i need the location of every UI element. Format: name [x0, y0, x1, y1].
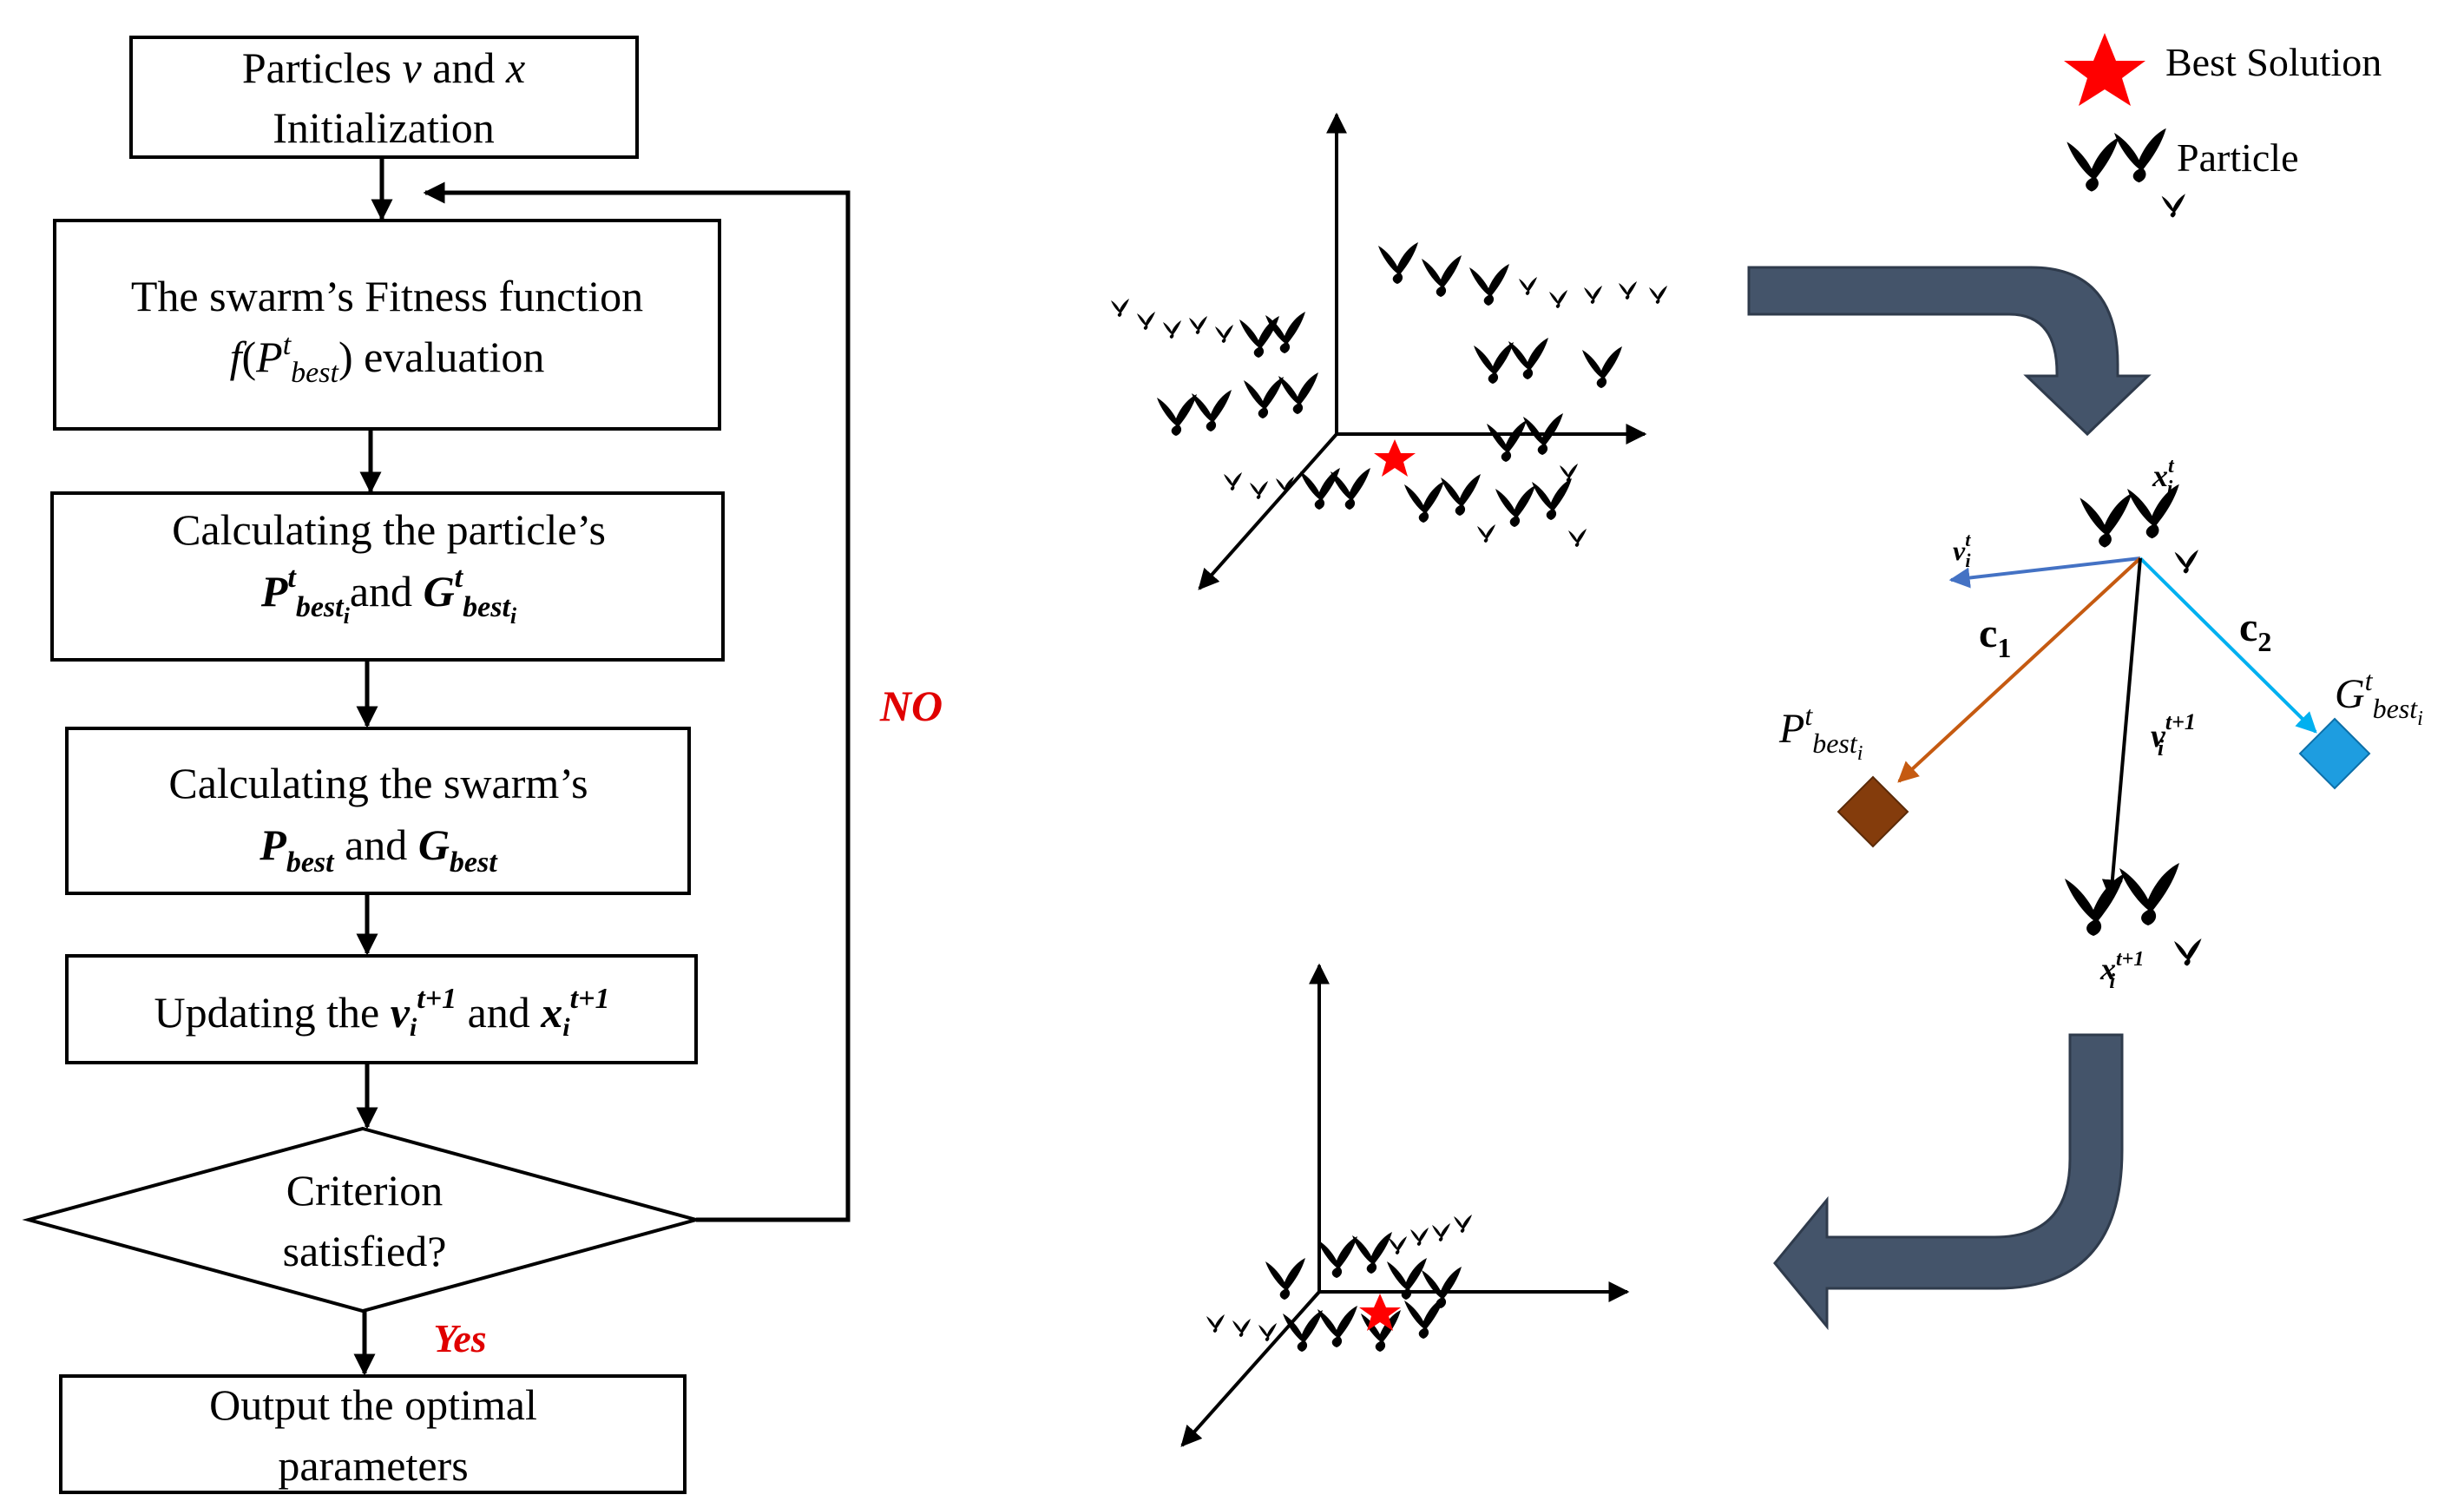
yes-label: Yes: [433, 1316, 486, 1360]
output-line2: parameters: [278, 1441, 468, 1490]
swarm-best-line2: Pbest and Gbest: [259, 820, 498, 879]
legend-particle: Particle: [2177, 135, 2299, 180]
best-solution-star: [1374, 439, 1416, 477]
c2-label: c2: [2239, 604, 2271, 657]
cognitive-arrow: [1897, 556, 2142, 783]
no-label: NO: [879, 682, 943, 730]
output-box: Output the optimal parameters: [59, 1374, 687, 1494]
converged-swarm-plot: [1180, 963, 1630, 1447]
best-solution-star-icon: [2064, 33, 2145, 106]
particle-flock-icon: [2066, 128, 2185, 218]
gbest-diamond-icon: [2298, 717, 2371, 790]
init-line2: Initialization: [273, 103, 494, 152]
legend: Best Solution Particle: [2064, 33, 2382, 218]
particle-best-line1: Calculating the particle’s: [172, 505, 606, 554]
criterion-line2: satisfied?: [283, 1227, 447, 1275]
gbest-label: Gtbesti: [2335, 665, 2423, 730]
big-arrow-down: [1747, 266, 2152, 437]
init-line1: Particles v and x: [242, 43, 525, 92]
fitness-line1: The swarm’s Fitness function: [131, 272, 643, 320]
converged-particles: [1206, 1215, 1472, 1352]
no-loop-arrow: [423, 181, 851, 1222]
fitness-line2: f(Ptbest) evaluation: [230, 329, 545, 389]
particle-best-box: Calculating the particle’s Ptbestiand Gt…: [50, 491, 725, 662]
update-line: Updating the vit+1 and xit+1: [154, 983, 610, 1042]
criterion-line1: Criterion: [286, 1166, 444, 1215]
pbest-diamond-icon: [1837, 775, 1909, 848]
particle-best-line2: Ptbestiand Gtbesti: [260, 562, 517, 629]
output-line1: Output the optimal: [209, 1380, 537, 1429]
swarm-best-box: Calculating the swarm’s Pbest and Gbest: [65, 727, 691, 895]
c1-label: c1: [1979, 610, 2011, 663]
fitness-box: The swarm’s Fitness function f(Ptbest) e…: [53, 219, 721, 431]
scattered-particles: [1111, 242, 1667, 547]
pbest-label: Ptbesti: [1778, 700, 1863, 765]
initial-swarm-plot: [1111, 112, 1667, 590]
social-arrow: [2139, 556, 2317, 734]
new-velocity-arrow: [2101, 557, 2142, 901]
init-box: Particles v and x Initialization: [129, 36, 639, 159]
flowchart: Particles v and x Initialization The swa…: [22, 36, 943, 1494]
update-box: Updating the vit+1 and xit+1: [65, 954, 698, 1064]
current-velocity-arrow: [1948, 556, 2141, 589]
big-arrow-left: [1773, 1033, 2124, 1331]
best-solution-star-converged: [1359, 1294, 1401, 1331]
criterion-diamond: Criterion satisfied?: [22, 1126, 703, 1314]
swarm-best-line1: Calculating the swarm’s: [168, 759, 588, 807]
legend-best-solution: Best Solution: [2165, 40, 2382, 84]
